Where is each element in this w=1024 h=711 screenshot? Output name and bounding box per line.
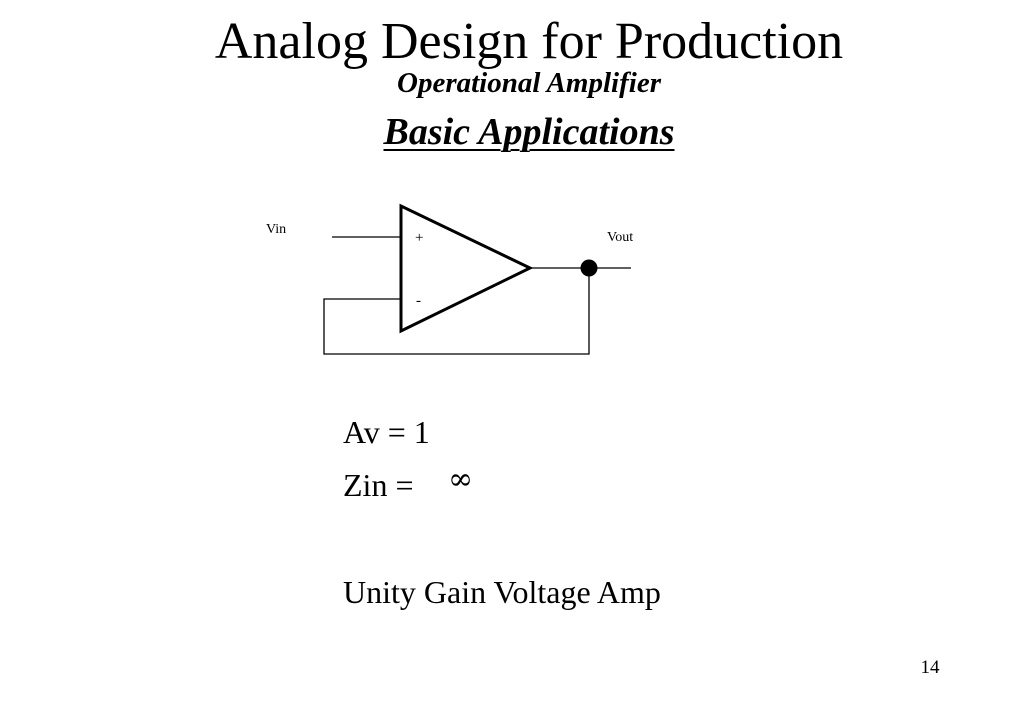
vout-label: Vout (607, 230, 633, 245)
minus-sign: - (416, 293, 421, 309)
infinity-symbol: ∞ (448, 462, 473, 497)
plus-sign: + (415, 230, 423, 246)
vin-label: Vin (266, 222, 286, 237)
input-impedance-label: Zin = (343, 467, 414, 503)
op-amp-symbol (399, 203, 534, 334)
slide-title: Analog Design for Production (214, 13, 844, 70)
circuit-description: Unity Gain Voltage Amp (343, 574, 661, 610)
feedback-wire (323, 268, 590, 355)
gain-equation: Av = 1 (343, 414, 430, 450)
slide-subtitle: Operational Amplifier (397, 67, 661, 99)
section-heading: Basic Applications (383, 111, 675, 153)
page-number: 14 (920, 657, 940, 678)
